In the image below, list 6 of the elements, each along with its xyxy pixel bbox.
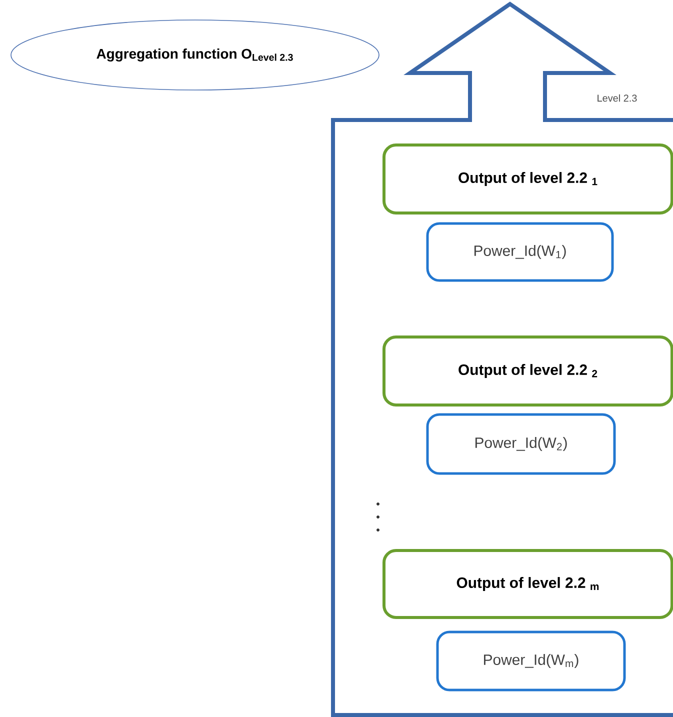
power-box: Power_Id(W$_{1}$) bbox=[426, 222, 614, 282]
output-box: Output of level 2.2 $_{2}$ bbox=[382, 336, 673, 406]
output-box: Output of level 2.2 $_{m}$ bbox=[382, 549, 673, 619]
power-box: Power_Id(W$_{2}$) bbox=[426, 413, 616, 475]
output-box: Output of level 2.2 $_{1}$ bbox=[382, 144, 673, 214]
power-box: Power_Id(W$_{m}$) bbox=[436, 630, 626, 692]
